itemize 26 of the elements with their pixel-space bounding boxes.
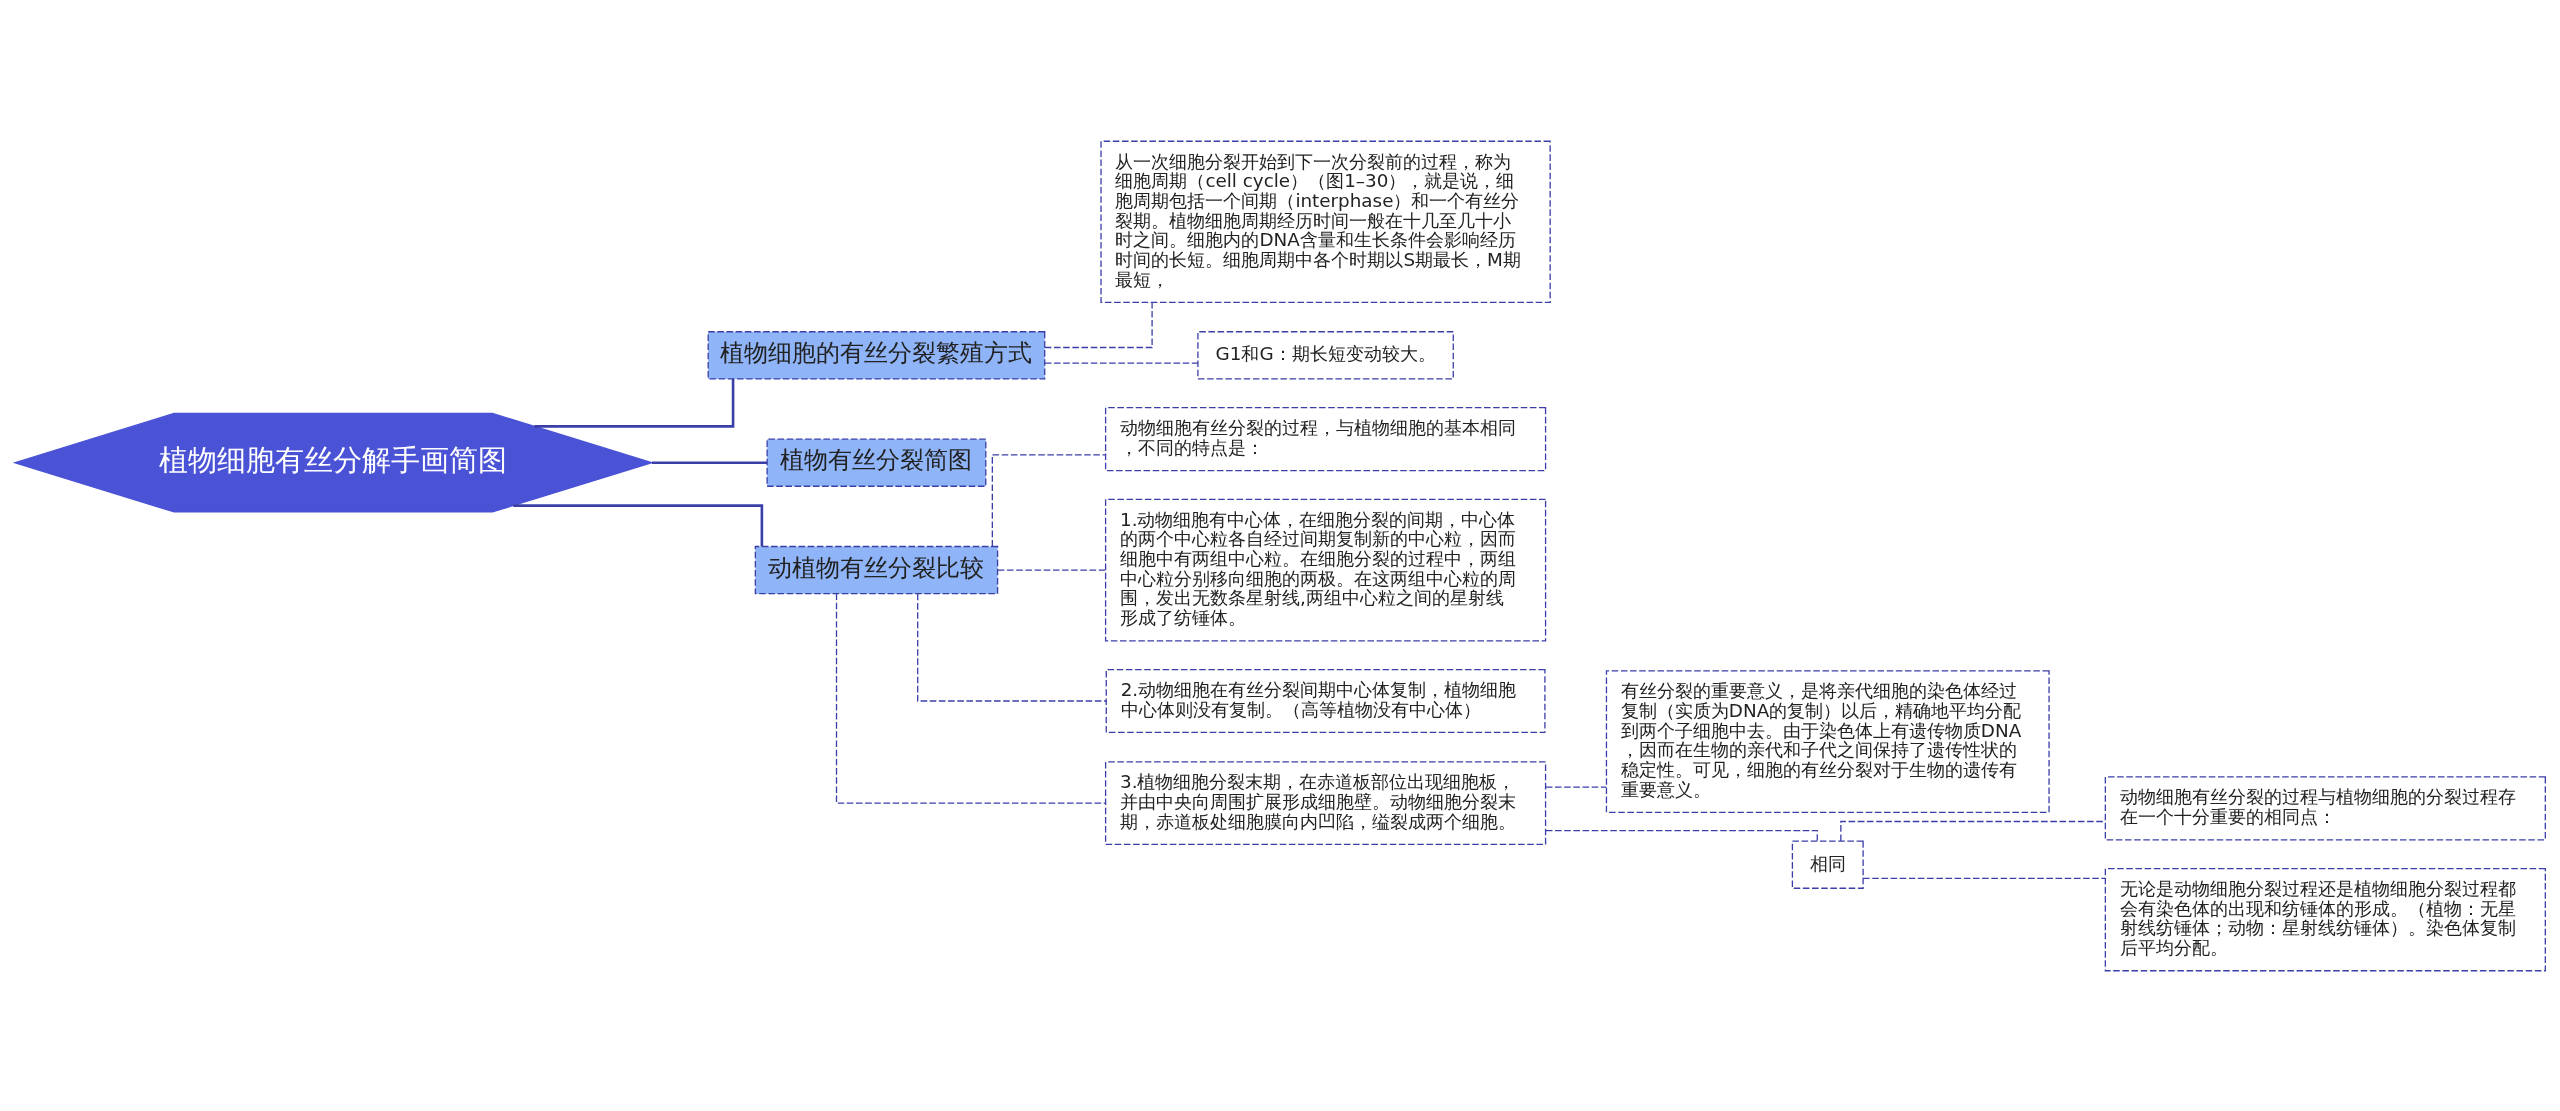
node-box: 动植物有丝分裂比较 [754, 545, 999, 594]
connector [997, 568, 1106, 571]
node-box: 3.植物细胞分裂末期，在赤道板部位出现细胞板，并由中央向周围扩展形成细胞壁。动物细胞分裂末期，赤道板处细胞膜向内凹陷，缢裂成两个细胞。 [1104, 760, 1547, 845]
connector [917, 592, 1107, 702]
node-box: 无论是动物细胞分裂过程还是植物细胞分裂过程都会有染色体的出现和纺锤体的形成。（植物：无星射线纺锤体；动物：星射线纺锤体）。染色体复制后平均分配。 [2104, 867, 2546, 971]
connector [1862, 877, 2106, 879]
node-box: 有丝分裂的重要意义，是将亲代细胞的染色体经过复制（实质为DNA的复制）以后，精确地平均分配到两个子细胞中去。由于染色体上有遗传物质DNA，因而在生物的亲代和子代之间保持了遗传性状的稳定性。可见，细胞的有丝分裂对于生物的遗传有重要意义。 [1605, 669, 2050, 813]
node-box: 1.动物细胞有中心体，在细胞分裂的间期，中心体的两个中心粒各自经过间期复制新的中心粒，因而细胞中有两组中心粒。在细胞分裂的过程中，两组中心粒分别移向细胞的两极。在这两组中心粒的周围，发出无数条星射线,两组中心粒之间的星射线形成了纺锤体。 [1104, 498, 1547, 641]
node-box: 植物有丝分裂简图 [766, 437, 987, 487]
connector [1545, 829, 1818, 842]
connector [1840, 820, 2106, 842]
node-box: 植物细胞的有丝分裂繁殖方式 [707, 330, 1046, 380]
connector [835, 592, 1107, 804]
node-box: 动物细胞有丝分裂的过程，与植物细胞的基本相同，不同的特点是： [1104, 406, 1547, 471]
connector [513, 503, 764, 546]
connector [1044, 301, 1153, 348]
connector [652, 460, 768, 464]
connector [1545, 785, 1607, 788]
node-box: 相同 [1791, 839, 1864, 889]
connector [991, 453, 1106, 547]
node-box: G1和G：期长短变动较大。 [1197, 330, 1454, 380]
connector [534, 378, 735, 428]
node-box: 2.动物细胞在有丝分裂间期中心体复制，植物细胞中心体则没有复制。（高等植物没有中心体） [1105, 668, 1546, 733]
node-box: 动物细胞有丝分裂的过程与植物细胞的分裂过程存在一个十分重要的相同点： [2104, 775, 2546, 840]
connector [1044, 362, 1199, 364]
node-box: 从一次细胞分裂开始到下一次分裂前的过程，称为细胞周期（cell cycle）（图1–30），就是说，细胞周期包括一个间期（interphase）和一个有丝分裂期。植物细胞周期经历时间一般在十几至几十小时之间。细胞内的DNA含量和生长条件会影响经历时间的长短。细胞周期中各个时期以S期最长，M期最短， [1100, 140, 1551, 303]
